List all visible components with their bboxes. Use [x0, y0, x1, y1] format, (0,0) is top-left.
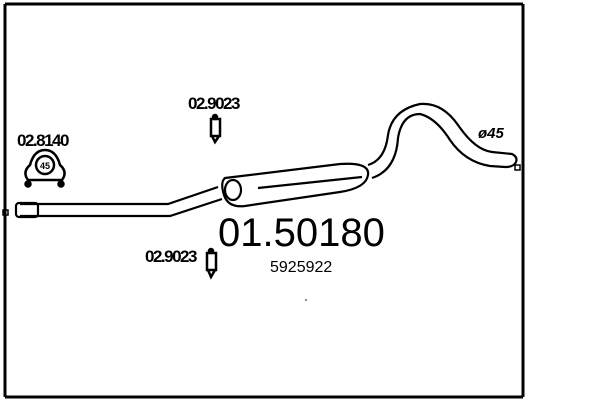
accessory-label-clamp: 02.8140: [17, 131, 69, 150]
hanger-icon: [209, 113, 222, 145]
clamp-icon: [24, 148, 66, 188]
dot: [305, 299, 307, 301]
hanger-icon: [205, 247, 218, 280]
accessory-label-hanger-top: 02.9023: [188, 94, 240, 113]
clamp-marking: 45: [40, 161, 50, 171]
exhaust-pipe: [2, 102, 521, 219]
oe-number: 5925922: [270, 259, 332, 276]
accessory-label-hanger-bottom: 02.9023: [145, 247, 197, 266]
diameter-label: ø45: [478, 125, 505, 142]
part-number: 01.50180: [218, 211, 385, 255]
